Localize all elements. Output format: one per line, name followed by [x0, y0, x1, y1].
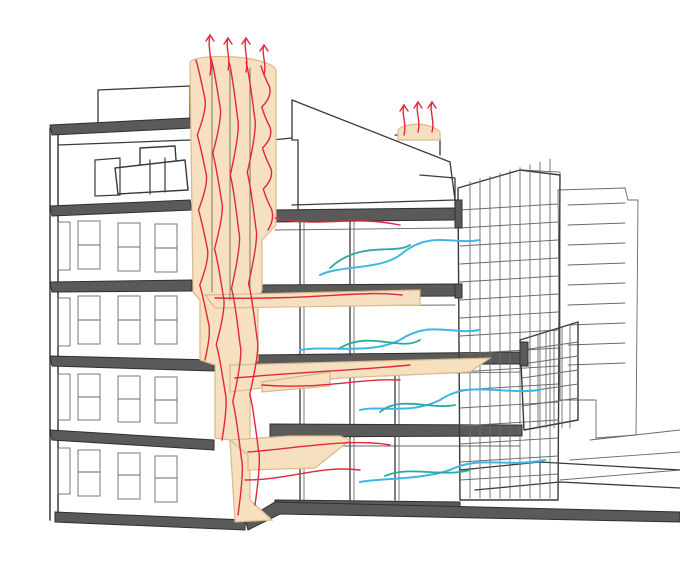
cool-air-flow-line — [299, 328, 481, 351]
transom — [521, 397, 579, 407]
transom — [459, 473, 559, 481]
warm-air-return — [214, 292, 403, 299]
warm-air-return — [244, 468, 361, 481]
warm-air-return — [261, 379, 401, 387]
exhaust-arrows — [205, 33, 437, 136]
up-arrow-icon — [402, 104, 406, 136]
transom — [459, 293, 559, 301]
transom — [459, 221, 559, 229]
up-arrow-icon — [208, 34, 212, 76]
cool-air-flow-line — [384, 469, 471, 477]
up-arrow-head-icon — [223, 36, 233, 45]
warm-air-return — [234, 364, 411, 379]
left-facade — [49, 117, 246, 531]
up-arrow-icon — [416, 101, 420, 133]
roof-exhaust-stack — [397, 123, 441, 141]
background-buildings — [519, 169, 680, 481]
warm-air-flows — [195, 57, 411, 516]
up-arrow-head-icon — [259, 43, 269, 52]
cool-air-flow-line — [329, 244, 411, 269]
transom — [459, 275, 559, 283]
up-arrow-icon — [226, 37, 230, 71]
up-arrow-icon — [244, 37, 248, 73]
left-facade-windows — [57, 220, 178, 503]
cool-air-flow-line — [359, 388, 541, 411]
rooftop-unit — [94, 145, 189, 197]
upper-volume — [94, 85, 456, 216]
transom — [459, 257, 559, 265]
transom — [521, 369, 579, 379]
transom — [459, 365, 559, 373]
transom — [521, 355, 579, 365]
warm-air-flow-line — [245, 61, 261, 506]
cool-air-flow-line — [319, 239, 481, 276]
up-arrow-icon — [430, 101, 434, 133]
transom — [459, 455, 559, 463]
transom — [521, 341, 579, 351]
transom — [459, 203, 559, 211]
warm-air-flow-line — [210, 57, 227, 441]
transom — [459, 419, 559, 427]
transom — [459, 311, 559, 319]
cool-air-flow-line — [359, 459, 546, 483]
transom — [459, 347, 559, 355]
warm-air-return — [247, 441, 391, 453]
warm-air-return — [274, 217, 401, 226]
transom — [459, 437, 559, 445]
up-arrow-head-icon — [413, 100, 423, 109]
curtain-wall — [454, 158, 579, 501]
up-arrow-head-icon — [241, 36, 251, 45]
transom — [459, 239, 559, 247]
warm-air-flow-line — [260, 65, 274, 231]
cool-air-flow-line — [339, 339, 421, 349]
up-arrow-icon — [262, 44, 266, 76]
up-arrow-head-icon — [399, 103, 409, 112]
up-arrow-head-icon — [205, 33, 215, 42]
cool-air-flows — [299, 239, 546, 483]
warm-air-flow-line — [228, 61, 244, 516]
warm-air-flow-line — [195, 59, 211, 361]
cool-air-flow-line — [379, 402, 456, 413]
transom — [459, 329, 559, 337]
up-arrow-head-icon — [427, 100, 437, 109]
